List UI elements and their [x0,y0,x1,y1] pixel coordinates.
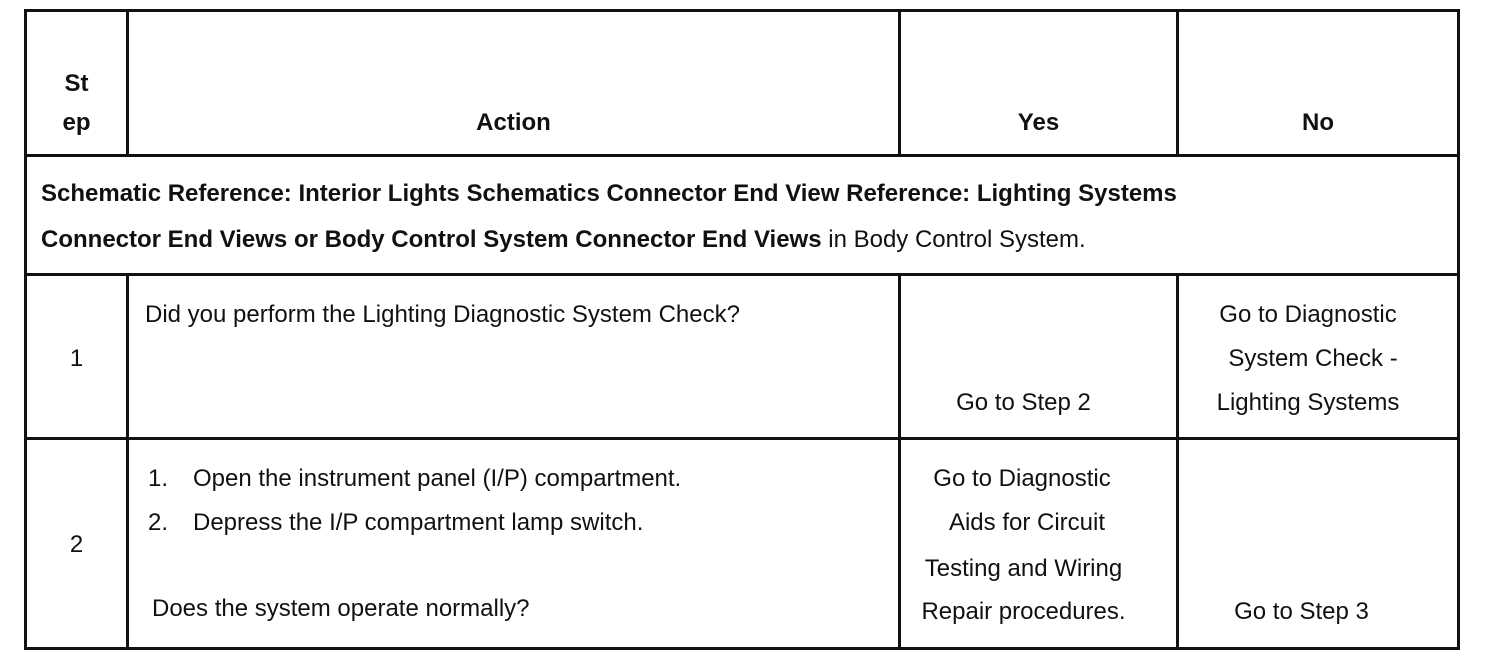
row2-yes-line4: Repair procedures. [921,598,1126,625]
diagnostic-table: St ep Action Yes No Schematic Reference:… [24,9,1460,650]
reference-divider [24,273,1460,276]
col-divider-action [898,9,901,156]
header-divider [24,154,1460,157]
row1-step: 1 [69,345,84,372]
row2-item2-text: Depress the I/P compartment lamp switch. [193,509,644,536]
row2-yes-line3: Testing and Wiring [924,555,1123,582]
reference-line-2: Connector End Views or Body Control Syst… [41,228,1086,252]
header-yes: Yes [1017,109,1060,136]
row2-step: 2 [69,531,84,558]
col-divider-yes [1176,9,1179,156]
header-action: Action [476,109,551,136]
row2-yes-line1: Go to Diagnostic [933,465,1111,492]
row2-question: Does the system operate normally? [152,595,530,622]
col-divider-step-body [126,273,129,650]
row1-no-line1: Go to Diagnostic [1219,301,1397,328]
col-divider-step [126,9,129,156]
row2-item2-num: 2. [148,509,169,536]
table-border-right [1457,9,1460,650]
row1-no-line2: System Check - [1228,345,1398,372]
row1-action: Did you perform the Lighting Diagnostic … [145,301,740,328]
row2-item1-text: Open the instrument panel (I/P) compartm… [193,465,682,492]
header-step-line2: ep [62,109,91,136]
header-step-line1: St [64,70,89,97]
col-divider-yes-body [1176,273,1179,650]
row2-yes-line2: Aids for Circuit [948,509,1106,536]
col-divider-action-body [898,273,901,650]
row2-no: Go to Step 3 [1234,598,1369,625]
header-no: No [1302,109,1334,136]
table-border-bottom [24,647,1460,650]
row-divider [24,437,1460,440]
row1-no-line3: Lighting Systems [1216,389,1400,416]
table-border-top [24,9,1460,12]
row2-item1-num: 1. [148,465,169,492]
reference-line-2-bold: Connector End Views or Body Control Syst… [41,226,822,253]
table-border-left [24,9,27,650]
reference-line-1: Schematic Reference: Interior Lights Sch… [41,180,1177,207]
row1-yes: Go to Step 2 [956,389,1091,416]
reference-line-2-tail: in Body Control System. [821,226,1086,253]
